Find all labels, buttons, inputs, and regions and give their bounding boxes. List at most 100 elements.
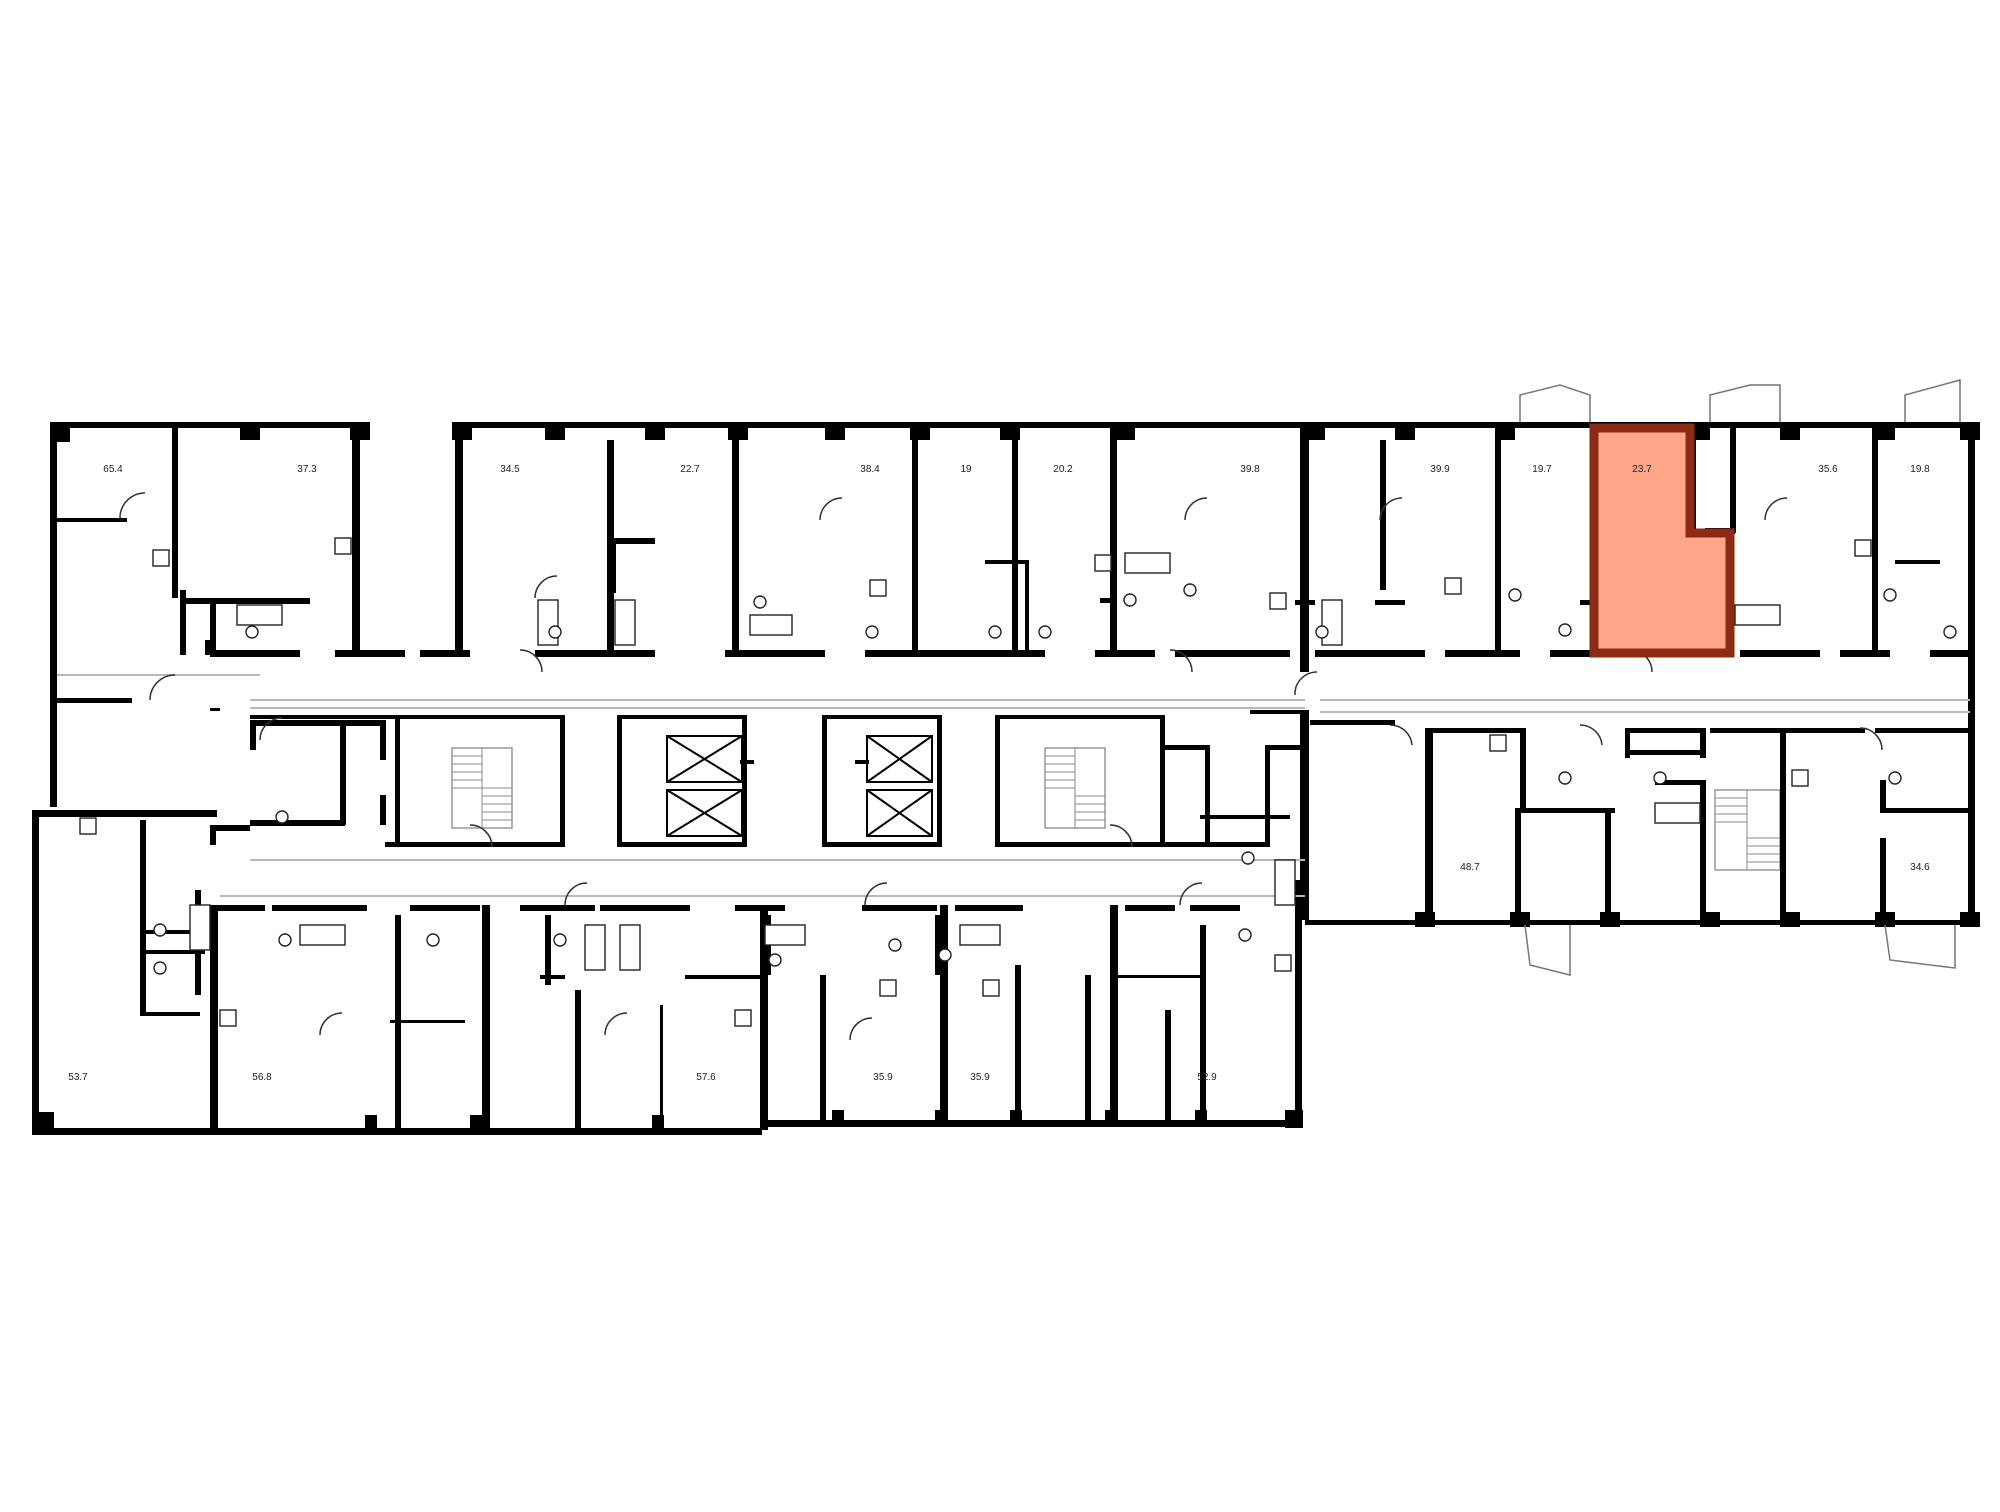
corridor-lines bbox=[57, 674, 1970, 897]
stove-icon bbox=[1269, 592, 1287, 610]
apartment-area-label[interactable]: 38.4 bbox=[860, 464, 880, 475]
apartment-area-label[interactable]: 39.8 bbox=[1240, 464, 1260, 475]
stove-icon bbox=[334, 537, 352, 555]
toilet-icon bbox=[1653, 771, 1667, 785]
door-swing-icon bbox=[819, 497, 843, 521]
elevator-icon bbox=[666, 735, 743, 783]
bathtub-icon bbox=[764, 924, 806, 946]
bathtub-icon bbox=[584, 924, 606, 971]
stove-icon bbox=[1444, 577, 1462, 595]
apartment-area-label[interactable]: 48.7 bbox=[1460, 862, 1480, 873]
apartment-area-label[interactable]: 39.9 bbox=[1430, 464, 1450, 475]
stove-icon bbox=[879, 979, 897, 997]
toilet-icon bbox=[888, 938, 902, 952]
door-swing-icon bbox=[534, 575, 558, 599]
door-swing-icon bbox=[259, 717, 283, 741]
stair-left bbox=[451, 747, 513, 829]
apartment-area-label[interactable]: 65.4 bbox=[103, 464, 123, 475]
door-swing-icon bbox=[1169, 649, 1193, 673]
toilet-icon bbox=[245, 625, 259, 639]
apartment-area-label[interactable]: 34.6 bbox=[1910, 862, 1930, 873]
door-swing-icon bbox=[119, 492, 146, 519]
toilet-icon bbox=[768, 953, 782, 967]
door-swing-icon bbox=[564, 882, 588, 906]
apartment-area-label[interactable]: 19.8 bbox=[1910, 464, 1930, 475]
apartment-area-label[interactable]: 57.6 bbox=[696, 1072, 716, 1083]
bathtub-icon bbox=[1124, 552, 1171, 574]
toilet-icon bbox=[275, 810, 289, 824]
toilet-icon bbox=[753, 595, 767, 609]
fixtures bbox=[79, 537, 1957, 1027]
toilet-icon bbox=[553, 933, 567, 947]
toilet-icon bbox=[1883, 588, 1897, 602]
stove-icon bbox=[1854, 539, 1872, 557]
door-swing-icon bbox=[1389, 724, 1413, 746]
stove-icon bbox=[152, 549, 170, 567]
apartment-area-label[interactable]: 34.5 bbox=[500, 464, 520, 475]
apartment-area-label[interactable]: 37.3 bbox=[297, 464, 317, 475]
toilet-icon bbox=[1183, 583, 1197, 597]
door-swing-icon bbox=[469, 824, 493, 848]
bottom-row-walls bbox=[140, 820, 1240, 1130]
left-corner-walls bbox=[57, 518, 386, 845]
apartment-area-label[interactable]: 56.8 bbox=[252, 1072, 272, 1083]
bathtub-icon bbox=[1321, 599, 1343, 646]
toilet-icon bbox=[988, 625, 1002, 639]
door-swing-icon bbox=[1109, 824, 1133, 848]
apartment-area-label[interactable]: 52.9 bbox=[1197, 1072, 1217, 1083]
apartment-area-label[interactable]: 35.9 bbox=[970, 1072, 990, 1083]
area-labels: 65.4 37.3 34.5 22.7 38.4 19 20.2 39.8 39… bbox=[68, 464, 1930, 1083]
door-swing-icon bbox=[604, 1012, 628, 1036]
stove-icon bbox=[79, 817, 97, 835]
apartment-area-label[interactable]: 35.6 bbox=[1818, 464, 1838, 475]
bathtub-icon bbox=[614, 599, 636, 646]
apartment-area-label[interactable]: 35.9 bbox=[873, 1072, 893, 1083]
toilet-icon bbox=[1508, 588, 1522, 602]
door-swing-icon bbox=[519, 649, 543, 673]
bathtub-icon bbox=[619, 924, 641, 971]
bathtub-icon bbox=[1274, 859, 1296, 906]
toilet-icon bbox=[1888, 771, 1902, 785]
selected-apartment-shape[interactable] bbox=[1589, 423, 1735, 658]
elevator-icon bbox=[666, 789, 743, 837]
stove-icon bbox=[982, 979, 1000, 997]
stove-icon bbox=[1274, 954, 1292, 972]
stove-icon bbox=[1791, 769, 1809, 787]
toilet-icon bbox=[278, 933, 292, 947]
balconies bbox=[1519, 379, 1961, 976]
stove-icon bbox=[734, 1009, 752, 1027]
bathtub-icon bbox=[236, 604, 283, 626]
toilet-icon bbox=[1241, 851, 1255, 865]
apartment-area-label[interactable]: 20.2 bbox=[1053, 464, 1073, 475]
toilet-icon bbox=[865, 625, 879, 639]
stair-right bbox=[1044, 747, 1106, 829]
stair-right-wing bbox=[1714, 789, 1781, 871]
toilet-icon bbox=[1038, 625, 1052, 639]
toilet-icon bbox=[938, 948, 952, 962]
elevator-icon bbox=[866, 735, 933, 783]
toilet-icon bbox=[1123, 593, 1137, 607]
apartment-area-label[interactable]: 19.7 bbox=[1532, 464, 1552, 475]
bathtub-icon bbox=[189, 904, 211, 951]
apartment-area-label[interactable]: 19 bbox=[960, 464, 972, 475]
apartment-area-label[interactable]: 23.7 bbox=[1632, 464, 1652, 475]
top-row-walls bbox=[172, 428, 1970, 657]
toilet-icon bbox=[1315, 625, 1329, 639]
toilet-icon bbox=[426, 933, 440, 947]
central-core-walls bbox=[250, 710, 1305, 847]
door-swing-icon bbox=[149, 674, 176, 701]
bathtub-icon bbox=[1654, 802, 1701, 824]
bathtub-icon bbox=[749, 614, 793, 636]
bathtub-icon bbox=[959, 924, 1001, 946]
door-swing-icon bbox=[1379, 497, 1403, 521]
apartment-area-label[interactable]: 22.7 bbox=[680, 464, 700, 475]
bathtub-icon bbox=[299, 924, 346, 946]
door-swing-icon bbox=[1184, 497, 1208, 521]
toilet-icon bbox=[1558, 771, 1572, 785]
stove-icon bbox=[1094, 554, 1112, 572]
selected-apartment[interactable] bbox=[1589, 423, 1735, 658]
elevator-group bbox=[666, 735, 933, 837]
door-swing-icon bbox=[864, 882, 888, 906]
apartment-area-label[interactable]: 53.7 bbox=[68, 1072, 88, 1083]
